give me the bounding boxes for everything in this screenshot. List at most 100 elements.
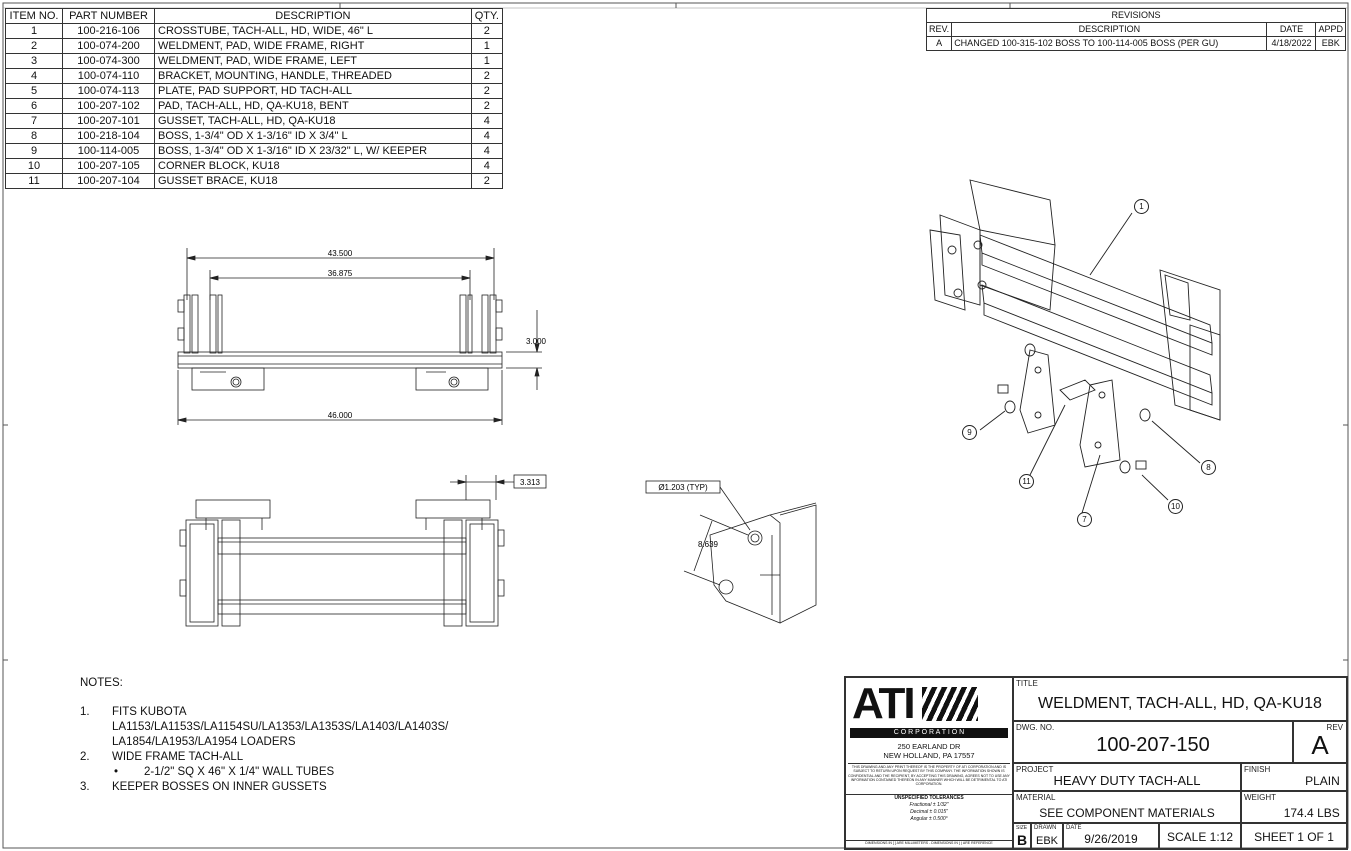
rev-header-description: DESCRIPTION [951, 22, 1268, 37]
bom-description: CORNER BLOCK, KU18 [154, 158, 472, 174]
note-item: •2-1/2" SQ X 46" X 1/4" WALL TUBES [80, 765, 448, 780]
bom-part-number: 100-074-200 [62, 38, 155, 54]
project-cell: PROJECT HEAVY DUTY TACH-ALL [1013, 763, 1241, 791]
rev-header-rev: REV. [925, 22, 953, 37]
notes-heading: NOTES: [80, 677, 123, 689]
bom-header-row: ITEM NO. PART NUMBER DESCRIPTION QTY. [5, 8, 504, 24]
note-number: 1. [80, 706, 90, 718]
bom-qty: 1 [470, 38, 504, 54]
top-view-drawing: 43.500 36.875 3.000 46.000 [177, 248, 547, 425]
item-balloon: 8 [1201, 460, 1216, 475]
bom-item-no: 9 [5, 143, 63, 159]
drawn-by: EBK [1035, 835, 1058, 847]
bom-description: WELDMENT, PAD, WIDE FRAME, LEFT [154, 53, 472, 69]
dim-hole-dia: Ø1.203 (TYP) [658, 483, 708, 492]
rev-cell-rev: A [925, 36, 953, 51]
tolerances: UNSPECIFIED TOLERANCES Fractional ± 1/32… [846, 794, 1012, 823]
bom-item-no: 5 [5, 83, 63, 99]
bom-qty: 4 [470, 158, 504, 174]
bom-part-number: 100-218-104 [62, 128, 155, 144]
notes-section: NOTES: 1. FITS KUBOTA LA1153/LA1153S/LA115… [80, 676, 448, 795]
note-line: FITS KUBOTA [112, 706, 187, 718]
note-number: 3. [80, 781, 90, 793]
bom-header-item: ITEM NO. [5, 8, 63, 24]
note-number: • [114, 766, 119, 778]
ati-logo: ATI [852, 682, 1010, 726]
bom-description: CROSSTUBE, TACH-ALL, HD, WIDE, 46" L [154, 23, 472, 39]
scale-cell: SCALE 1:12 [1159, 823, 1241, 849]
bom-part-number: 100-207-102 [62, 98, 155, 114]
bom-part-number: 100-207-101 [62, 113, 155, 129]
size-value: B [1016, 832, 1028, 848]
note-line: LA1153/LA1153S/LA1154SU/LA1353/LA1353S/L… [112, 721, 449, 733]
sheet-value: SHEET 1 OF 1 [1254, 830, 1334, 844]
note-line: WIDE FRAME TACH-ALL [112, 751, 244, 763]
bom-qty: 4 [470, 128, 504, 144]
bom-part-number: 100-074-110 [62, 68, 155, 84]
bom-description: BRACKET, MOUNTING, HANDLE, THREADED [154, 68, 472, 84]
rev-header-date: DATE [1266, 22, 1317, 37]
weight-value: 174.4 LBS [1283, 806, 1340, 820]
material-value: SEE COMPONENT MATERIALS [1039, 806, 1215, 820]
drawn-cell: DRAWN EBK [1031, 823, 1063, 849]
company-address: 250 EARLAND DR NEW HOLLAND, PA 17557 [883, 742, 975, 760]
bom-part-number: 100-207-104 [62, 173, 155, 189]
logo-subtitle: C O R P O R A T I O N [850, 728, 1008, 738]
note-number: 2. [80, 751, 90, 763]
bom-item-no: 8 [5, 128, 63, 144]
disclaimer: THIS DRAWING AND ANY PRINT THEREOF IS TH… [848, 763, 1010, 787]
bom-part-number: 100-074-113 [62, 83, 155, 99]
logo-stripes [921, 687, 978, 721]
note-item: 1. FITS KUBOTA LA1153/LA1153S/LA1154SU/LA1… [80, 705, 448, 750]
sheet-cell: SHEET 1 OF 1 [1241, 823, 1347, 849]
title-block: ATI C O R P O R A T I O N 250 EARLAND DR… [844, 676, 1348, 850]
weight-cell: WEIGHT 174.4 LBS [1241, 791, 1347, 823]
bom-part-number: 100-114-005 [62, 143, 155, 159]
bom-item-no: 6 [5, 98, 63, 114]
size-cell: SIZE B [1013, 823, 1031, 849]
finish-cell: FINISH PLAIN [1241, 763, 1347, 791]
dim-inner-top: 36.875 [328, 269, 353, 278]
bom-header-description: DESCRIPTION [154, 8, 472, 24]
bom-description: PAD, TACH-ALL, HD, QA-KU18, BENT [154, 98, 472, 114]
bom-header-qty: QTY. [470, 8, 504, 24]
revisions-title: REVISIONS [926, 8, 1346, 23]
dim-front-offset: 3.313 [520, 478, 541, 487]
title-cell: TITLE WELDMENT, TACH-ALL, HD, QA-KU18 [1013, 677, 1347, 721]
rev-cell-date: 4/18/2022 [1266, 36, 1317, 51]
bom-description: GUSSET, TACH-ALL, HD, QA-KU18 [154, 113, 472, 129]
bom-item-no: 10 [5, 158, 63, 174]
bom-description: BOSS, 1-3/4" OD X 1-3/16" ID X 23/32" L,… [154, 143, 472, 159]
isometric-exploded-view [929, 179, 1221, 514]
scale-value: SCALE 1:12 [1166, 830, 1234, 844]
dimension-note: DIMENSIONS IN [ ] ARE MILLIMETERS - DIME… [846, 840, 1012, 845]
bom-part-number: 100-207-105 [62, 158, 155, 174]
bom-qty: 4 [470, 113, 504, 129]
bom-description: GUSSET BRACE, KU18 [154, 173, 472, 189]
drawing-number: 100-207-150 [1096, 734, 1210, 756]
bom-qty: 1 [470, 53, 504, 69]
item-balloon: 10 [1168, 499, 1183, 514]
drawn-date: 9/26/2019 [1084, 832, 1138, 846]
bom-description: WELDMENT, PAD, WIDE FRAME, RIGHT [154, 38, 472, 54]
bom-qty: 2 [470, 98, 504, 114]
bom-header-part: PART NUMBER [62, 8, 155, 24]
bom-qty: 2 [470, 23, 504, 39]
note-line: KEEPER BOSSES ON INNER GUSSETS [112, 781, 327, 793]
front-view-drawing: 3.313 [179, 474, 547, 627]
revisions-table: REVISIONS REV. DESCRIPTION DATE APPD A C… [925, 8, 1346, 51]
item-balloon: 1 [1134, 199, 1149, 214]
rev-cell: REV A [1293, 721, 1347, 763]
gusset-detail-drawing: Ø1.203 (TYP) 8.639 [645, 480, 817, 624]
bom-qty: 4 [470, 143, 504, 159]
bom-item-no: 2 [5, 38, 63, 54]
